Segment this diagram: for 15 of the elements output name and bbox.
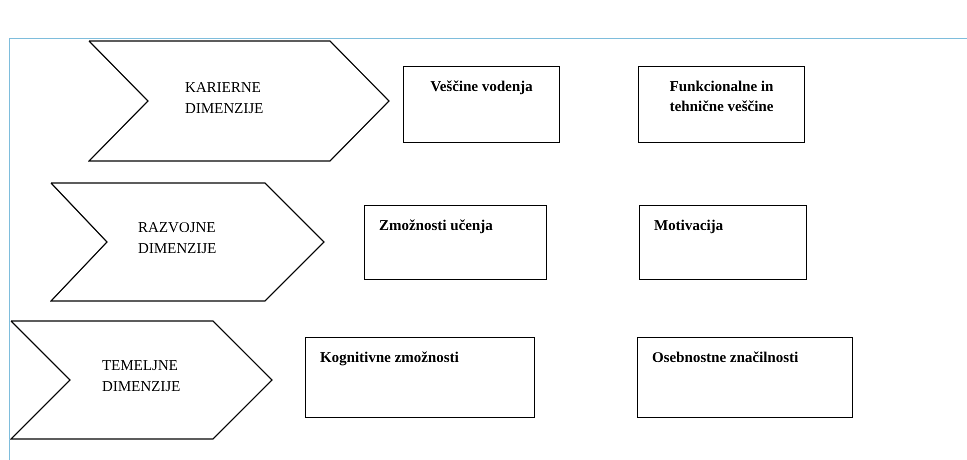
dimension-label: RAZVOJNE DIMENZIJE [138, 219, 218, 259]
competency-box [305, 337, 535, 418]
competency-label: Veščine vodenja [429, 78, 534, 97]
competency-label: Funkcionalne in tehnične veščine [668, 78, 774, 118]
dimension-label: KARIERNE DIMENZIJE [185, 79, 264, 119]
dimension-label: TEMELJNE DIMENZIJE [102, 357, 182, 397]
competency-box [639, 205, 807, 280]
competency-box [637, 337, 853, 418]
competency-box [638, 66, 805, 143]
competency-label: Zmožnosti učenja [378, 217, 494, 236]
competency-box [364, 205, 547, 280]
competency-label: Motivacija [653, 217, 724, 236]
competency-box [403, 66, 560, 143]
competency-label: Kognitivne zmožnosti [319, 349, 460, 368]
competency-label: Osebnostne značilnosti [651, 349, 800, 368]
